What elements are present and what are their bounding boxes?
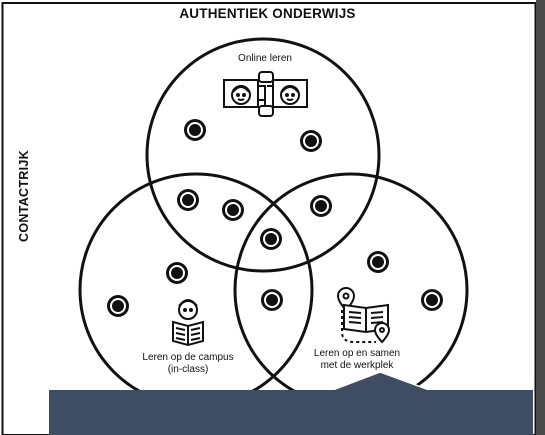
online-learning-label: Online leren: [238, 53, 292, 64]
target-dot-icon: [421, 289, 443, 311]
video-call-icon: [223, 71, 308, 117]
campus-label-line2: (in-class): [167, 364, 209, 375]
campus-label-line1: Leren op de campus: [142, 352, 234, 363]
scrollbar-edge[interactable]: [536, 0, 545, 435]
target-dot-icon: [107, 295, 129, 317]
side-axis-label: CONTACTRIJK: [17, 150, 31, 242]
workplace-label-line2: met de werkplek: [320, 360, 394, 371]
tooltip-panel: [49, 390, 533, 435]
target-dot-icon: [367, 251, 389, 273]
target-dot-icon: [261, 289, 283, 311]
top-axis-label: AUTHENTIEK ONDERWIJS: [179, 6, 356, 21]
tooltip-pointer: [329, 371, 433, 392]
target-dot-icon: [166, 262, 188, 284]
campus-learning-label: Leren op de campus (in-class): [142, 352, 233, 376]
circle-online: [145, 37, 381, 273]
diagram-frame: [1, 2, 537, 435]
student-reading-icon: [172, 299, 204, 347]
target-dot-icon: [260, 228, 282, 250]
map-book-location-icon: [336, 287, 391, 344]
target-dot-icon: [184, 119, 206, 141]
target-dot-icon: [222, 199, 244, 221]
workplace-label-line1: Leren op en samen: [313, 348, 401, 359]
target-dot-icon: [310, 195, 332, 217]
workplace-learning-label: Leren op en samen met de werkplek: [314, 348, 400, 372]
target-dot-icon: [300, 130, 322, 152]
target-dot-icon: [177, 189, 199, 211]
marker-layer: [107, 119, 443, 317]
